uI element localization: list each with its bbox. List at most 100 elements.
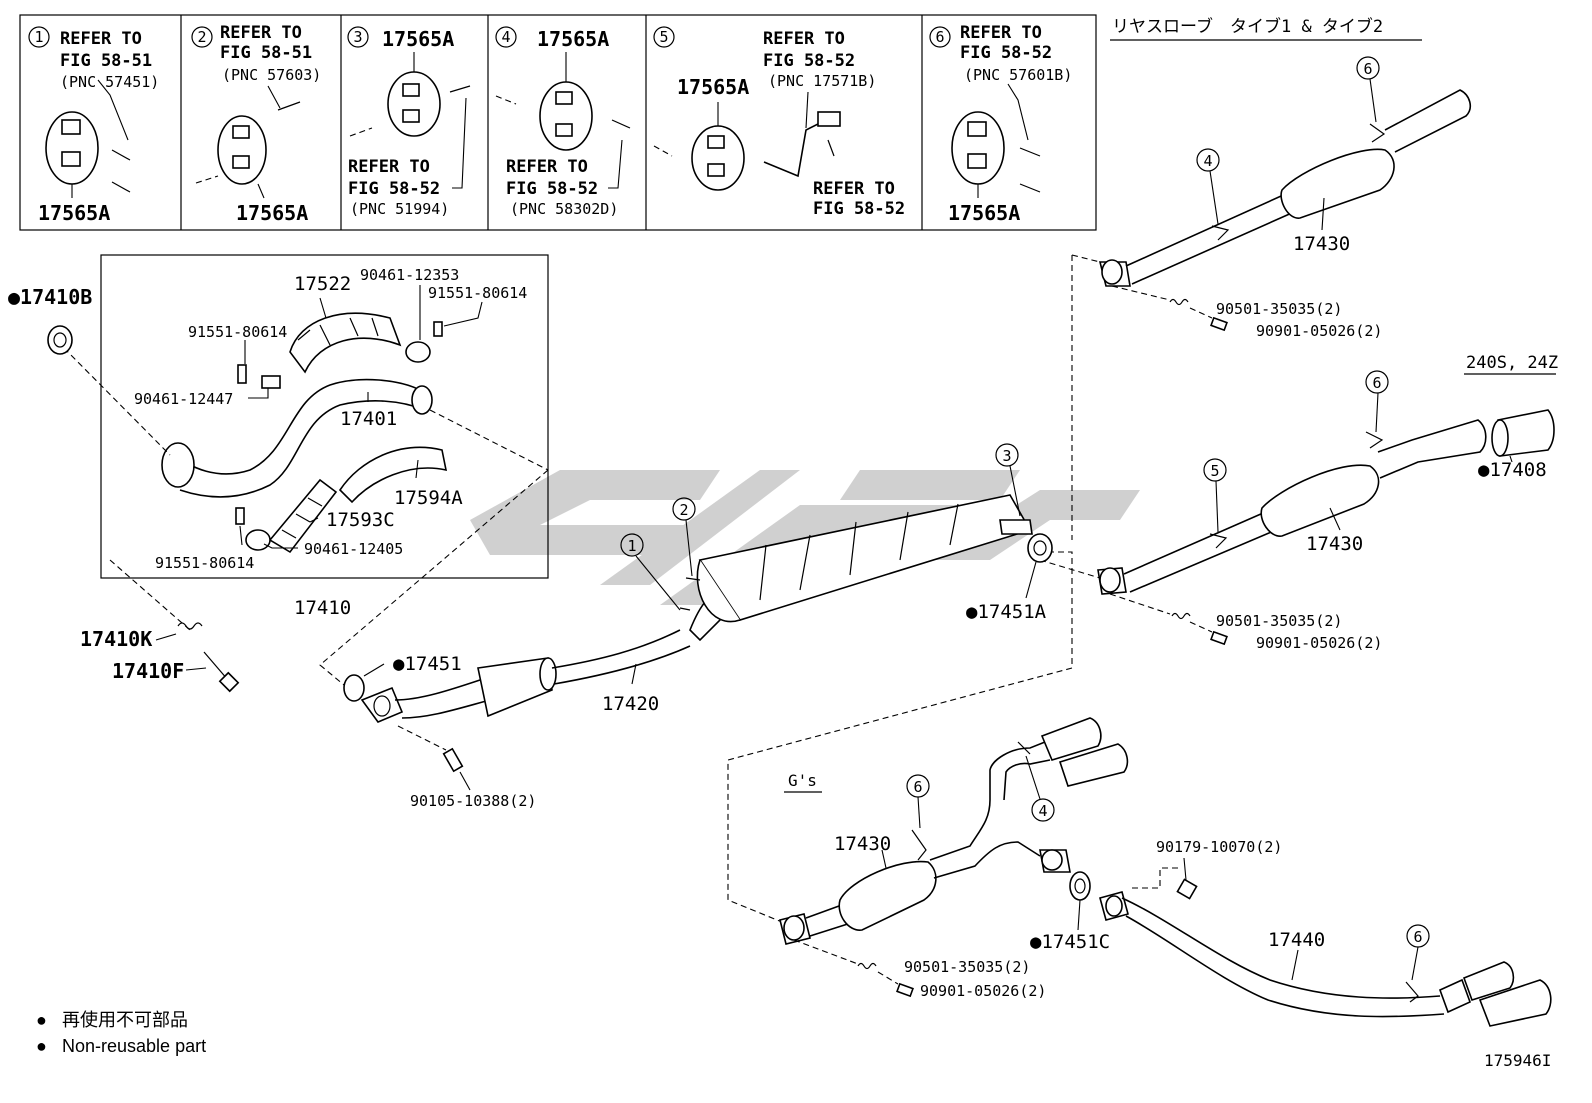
muffler-17430-b — [1260, 464, 1380, 537]
svg-text:FIG 58-52: FIG 58-52 — [960, 43, 1052, 63]
svg-text:2: 2 — [197, 28, 206, 46]
svg-text:90501-35035(2): 90501-35035(2) — [904, 958, 1030, 976]
gasket-17451A — [1027, 533, 1053, 563]
svg-text:(PNC 17571B): (PNC 17571B) — [768, 72, 876, 90]
front-pipe-assembly — [100, 254, 549, 579]
spring-17410K — [177, 622, 203, 630]
svg-text:6: 6 — [1372, 374, 1381, 392]
label-17451C: ●17451C — [1030, 931, 1110, 953]
svg-text:90901-05026(2): 90901-05026(2) — [1256, 634, 1382, 652]
svg-text:17565A: 17565A — [537, 27, 609, 51]
diagram-id: 175946I — [1484, 1051, 1551, 1070]
muffler-17430 — [1280, 148, 1395, 219]
svg-text:5: 5 — [1210, 462, 1219, 480]
box-refer: REFER TO — [60, 29, 142, 49]
box-fig: FIG 58-51 — [60, 51, 152, 71]
svg-text:FIG 58-51: FIG 58-51 — [220, 43, 312, 63]
svg-text:REFER TO: REFER TO — [506, 157, 588, 177]
svg-text:5: 5 — [659, 28, 668, 46]
ref-box-5: 5 REFER TO FIG 58-52 (PNC 17571B) 17565A… — [653, 26, 905, 219]
ref-box-6: 6 REFER TO FIG 58-52 (PNC 57601B) 17565A — [929, 23, 1072, 225]
hanger-insulator-icon — [217, 115, 267, 185]
svg-text:90901-05026(2): 90901-05026(2) — [1256, 322, 1382, 340]
clamp — [405, 341, 431, 363]
left-hardware — [47, 325, 240, 693]
part-labels: ●17410B 17522 90461-12353 91551-80614 91… — [8, 233, 1547, 1000]
label-17430-a: 17430 — [1293, 233, 1350, 255]
tail-pipe-a: 4 6 — [1098, 56, 1472, 332]
legend-bullet: ● — [36, 1036, 47, 1056]
label-17410F: 17410F — [112, 659, 184, 683]
svg-text:FIG 58-52: FIG 58-52 — [763, 51, 855, 71]
svg-text:(PNC 51994): (PNC 51994) — [350, 200, 449, 218]
gasket-17451 — [343, 674, 365, 702]
svg-text:REFER TO: REFER TO — [763, 29, 845, 49]
label-17594A: 17594A — [394, 487, 463, 509]
center-pipe-17420 — [343, 494, 1053, 791]
bolt-17410F — [218, 671, 240, 693]
svg-text:REFER TO: REFER TO — [813, 179, 895, 199]
svg-text:90461-12447: 90461-12447 — [134, 390, 233, 408]
svg-text:17565A: 17565A — [236, 201, 308, 225]
svg-text:6: 6 — [913, 778, 922, 796]
label-17430-b: 17430 — [1306, 533, 1363, 555]
svg-text:REFER TO: REFER TO — [220, 23, 302, 43]
svg-text:(PNC 57601B): (PNC 57601B) — [964, 66, 1072, 84]
svg-text:90461-12405: 90461-12405 — [304, 540, 403, 558]
box-pnc: (PNC 57451) — [60, 73, 159, 91]
section-title-gs: G's — [788, 771, 817, 790]
tail-tip-17408 — [1497, 409, 1555, 457]
ref-box-3: 3 17565A REFER TO FIG 58-52 (PNC 51994) — [347, 26, 471, 218]
legend-text-en: Non-reusable part — [62, 1036, 206, 1056]
svg-text:(PNC 58302D): (PNC 58302D) — [510, 200, 618, 218]
svg-text:6: 6 — [1363, 60, 1372, 78]
label-17410B: ●17410B — [8, 285, 92, 309]
ref-box-1: 1 REFER TO FIG 58-51 (PNC 57451) 17565A — [28, 26, 159, 225]
label-17410K: 17410K — [80, 627, 152, 651]
svg-text:91551-80614: 91551-80614 — [428, 284, 527, 302]
flange — [161, 442, 195, 488]
svg-text:90501-35035(2): 90501-35035(2) — [1216, 300, 1342, 318]
svg-text:4: 4 — [1203, 152, 1212, 170]
svg-text:4: 4 — [1038, 802, 1047, 820]
svg-text:FIG 58-52: FIG 58-52 — [506, 179, 598, 199]
label-17440: 17440 — [1268, 929, 1325, 951]
label-17410: 17410 — [294, 597, 351, 619]
reference-boxes: 1 REFER TO FIG 58-51 (PNC 57451) 17565A … — [19, 14, 1097, 231]
svg-text:17565A: 17565A — [677, 75, 749, 99]
heat-insulator-17522 — [289, 312, 402, 374]
svg-text:3: 3 — [1002, 447, 1011, 465]
construction-lines — [63, 254, 1180, 923]
label-17408: ●17408 — [1478, 459, 1547, 481]
gasket-17410B — [47, 325, 73, 355]
section-title-240s: 240S, 24Z — [1466, 353, 1558, 373]
svg-text:FIG 58-52: FIG 58-52 — [813, 199, 905, 219]
ref-box-4: 4 17565A REFER TO FIG 58-52 (PNC 58302D) — [495, 26, 631, 218]
svg-text:90901-05026(2): 90901-05026(2) — [920, 982, 1046, 1000]
gasket-17451C — [1069, 871, 1091, 901]
catalytic-converter — [477, 657, 553, 718]
svg-text:90501-35035(2): 90501-35035(2) — [1216, 612, 1342, 630]
svg-text:(PNC 57603): (PNC 57603) — [222, 66, 321, 84]
svg-text:FIG 58-52: FIG 58-52 — [348, 179, 440, 199]
label-17522: 17522 — [294, 273, 351, 295]
label-17451A: ●17451A — [966, 601, 1047, 623]
label-17430-c: 17430 — [834, 833, 891, 855]
label-17593C: 17593C — [326, 509, 395, 531]
tail-pipe-b: 5 6 — [1097, 370, 1555, 646]
box-part: 17565A — [38, 201, 110, 225]
label-17420: 17420 — [602, 693, 659, 715]
svg-text:2: 2 — [679, 501, 688, 519]
svg-text:4: 4 — [501, 28, 510, 46]
svg-text:REFER TO: REFER TO — [348, 157, 430, 177]
legend-text-jp: 再使用不可部品 — [62, 1010, 188, 1030]
section-title-rear-slope: リヤスローブ タイブ1 & タイブ2 — [1112, 16, 1383, 37]
svg-text:90105-10388(2): 90105-10388(2) — [410, 792, 536, 810]
hanger-insulator-icon — [387, 71, 441, 137]
label-17401: 17401 — [340, 408, 397, 430]
muffler-17430-c — [838, 860, 937, 931]
ref-box-2: 2 REFER TO FIG 58-51 (PNC 57603) 17565A — [191, 23, 321, 225]
svg-text:17565A: 17565A — [382, 27, 454, 51]
insulator-17594A — [338, 446, 448, 504]
